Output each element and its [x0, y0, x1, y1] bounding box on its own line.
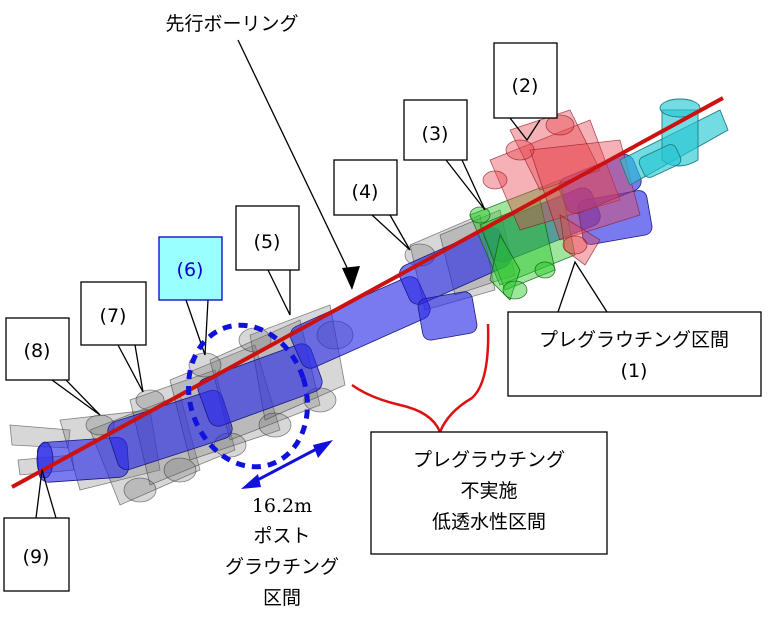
fan-end [534, 261, 556, 279]
fan-end [482, 170, 508, 190]
fan-cone [489, 233, 521, 301]
callout-box [507, 311, 762, 397]
callout-3-leader [445, 159, 486, 211]
no-grouting-callout: プレグラウチング 不実施 低透水性区間 [370, 431, 608, 555]
post-arrowhead-left [241, 474, 261, 489]
callout-box [235, 205, 300, 271]
tunnel-body [36, 154, 653, 483]
callout-7-leader [117, 344, 144, 393]
callout-box [80, 281, 147, 346]
post-grouting-length: 16.2m [252, 495, 312, 517]
fan-end [545, 114, 575, 136]
callout-1-leader [557, 260, 608, 313]
no-grouting-line1: プレグラウチング [413, 449, 565, 471]
post-grouting-length-arrow [247, 442, 327, 487]
callout-9: (9) [3, 517, 70, 592]
fan-cone [489, 119, 621, 231]
callout-label: (7) [100, 305, 127, 327]
callout-5-leader [267, 269, 291, 316]
callout-label: (8) [24, 340, 51, 362]
pilot-boring-leader [237, 39, 353, 279]
callout-label-line2: (1) [621, 360, 648, 382]
callout-box-highlight [158, 236, 223, 301]
callout-6: (6) [158, 236, 223, 301]
leader-lines [35, 39, 608, 519]
callout-box [403, 99, 468, 161]
callout-box [370, 431, 608, 555]
callout-7: (7) [80, 281, 147, 346]
pilot-boring-label: 先行ボーリング [165, 13, 298, 35]
callout-1: プレグラウチング区間 (1) [507, 311, 762, 397]
callout-2-leader [509, 117, 541, 142]
callout-box [493, 42, 558, 119]
callout-label: (6) [177, 259, 204, 281]
callout-6-leader [185, 299, 209, 356]
post-grouting-line3: 区間 [263, 587, 301, 609]
post-grouting-dashed-ring [186, 322, 310, 470]
fan-end [562, 235, 588, 255]
callout-label: (5) [254, 231, 281, 253]
fan-end [505, 139, 535, 161]
callout-box [3, 517, 70, 592]
callout-3: (3) [403, 99, 468, 161]
fan-end [163, 457, 197, 483]
fan-cone [529, 139, 641, 241]
post-grouting-line2: グラウチング [225, 556, 339, 578]
callout-4: (4) [333, 159, 398, 216]
post-grouting-line1: ポスト [253, 525, 310, 547]
callout-label: (9) [23, 546, 50, 568]
fan-cone [559, 214, 601, 266]
fan-end [123, 477, 157, 503]
no-grouting-line2: 不実施 [460, 480, 517, 502]
callout-4-leader [371, 214, 411, 251]
callout-label: (3) [422, 123, 449, 145]
post-arrowhead-right [313, 440, 333, 458]
callout-9-leader [35, 469, 57, 519]
callout-8: (8) [5, 317, 70, 381]
callout-label-line1: プレグラウチング区間 [539, 329, 729, 351]
callout-5: (5) [235, 205, 300, 271]
callout-2: (2) [493, 42, 558, 119]
callout-box [5, 317, 70, 381]
callout-label: (4) [352, 181, 379, 203]
pilot-boring-arrowhead [342, 266, 360, 290]
no-grouting-line3: 低透水性区間 [432, 511, 546, 533]
fan-end [469, 206, 491, 224]
callout-8-leader [51, 379, 101, 416]
pilot-boring-line [11, 96, 724, 489]
fan-end [502, 280, 528, 300]
cross-passage [417, 291, 478, 341]
access-shaft [619, 98, 729, 186]
shaft-top [659, 98, 701, 118]
callout-box [333, 159, 398, 216]
grouting-fans-red [482, 109, 641, 266]
fan-end [258, 412, 292, 438]
callout-label: (2) [512, 75, 539, 97]
shaft-connector [638, 144, 682, 178]
